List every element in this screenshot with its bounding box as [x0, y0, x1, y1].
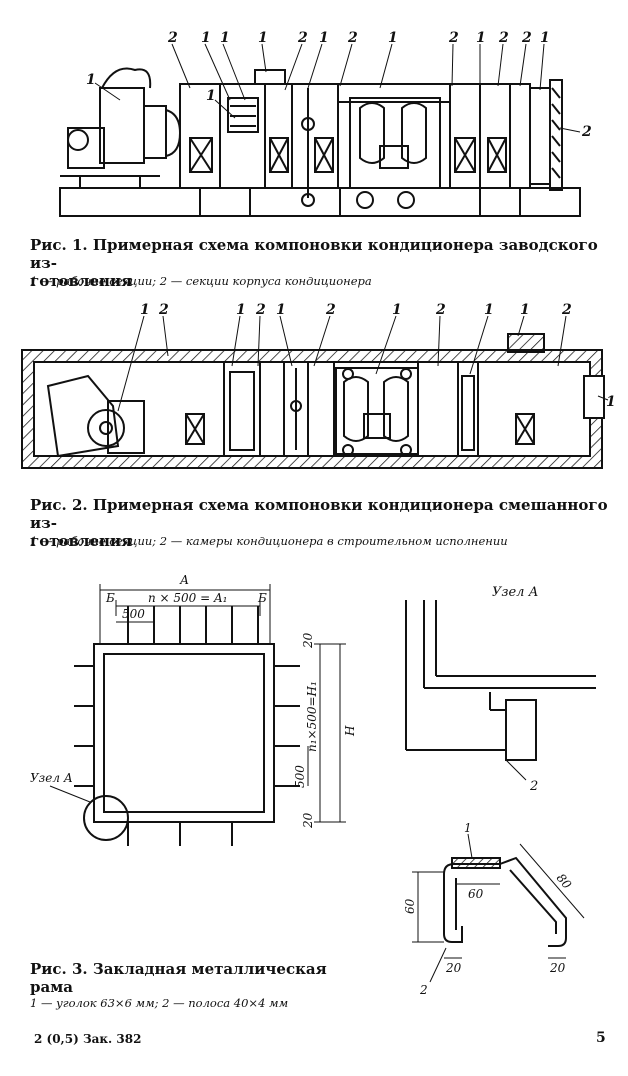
fig1-label: 1	[201, 30, 211, 46]
fig3-dim-500-top: 500	[122, 607, 145, 621]
fig3-dim-H: H	[343, 725, 357, 737]
section-dim-80: 80	[554, 871, 575, 892]
fig2-label: 2	[435, 302, 446, 318]
print-footer: 2 (0,5) Зак. 382	[34, 1032, 142, 1046]
page-number: 5	[596, 1030, 606, 1046]
fig3-dim-20-top: 20	[301, 632, 315, 649]
fig1-label: 2	[167, 30, 178, 46]
fig2-label: 1	[276, 302, 286, 318]
section-dim-60-v: 60	[403, 898, 417, 914]
fig3-dim-B-left: Б	[105, 591, 115, 605]
figure-3-legend: 1 — уголок 63×6 мм; 2 — полоса 40×4 мм	[30, 996, 289, 1010]
node-a-detail: Узел А 2	[396, 580, 606, 800]
fig2-label: 1	[484, 302, 494, 318]
fig2-label: 1	[140, 302, 150, 318]
fig3-dim-B-right: Б	[257, 591, 267, 605]
section-label-1: 1	[464, 821, 472, 835]
fig1-label: 2	[347, 30, 358, 46]
fig3-dim-500-side: 500	[293, 765, 307, 788]
fig2-label: 1	[392, 302, 402, 318]
section-dim-60-h: 60	[468, 887, 484, 901]
node-a-title: Узел А	[492, 585, 538, 600]
fig2-label: 2	[561, 302, 572, 318]
figure-2-legend: 1 — рабочие секции; 2 — камеры кондицион…	[30, 534, 508, 548]
fig3-dim-A: А	[179, 573, 189, 587]
fig1-label: 1	[258, 30, 268, 46]
fig3-dim-n1H: n₁×500=H₁	[305, 681, 319, 752]
section-dim-20-right: 20	[549, 961, 566, 975]
fig3-dim-nA: n × 500 = A₁	[148, 591, 227, 605]
fig1-label: 1	[540, 30, 550, 46]
fig1-label: 1	[220, 30, 230, 46]
fig1-label: 2	[297, 30, 308, 46]
fig1-label: 1	[388, 30, 398, 46]
fig1-label-left: 1	[206, 88, 216, 104]
figure-3-drawing: А Б Б n × 500 = A₁ 500 20 n₁×500=H₁ H 50…	[20, 556, 390, 856]
fig1-label: 2	[521, 30, 532, 46]
fig1-label-fan: 1	[86, 72, 96, 88]
figure-1-drawing: 2 1 1 1 2 1 2 1 2 1 2 2 1 1 1 2	[40, 28, 610, 228]
figure-1-legend: 1 — рабочие секции; 2 — секции корпуса к…	[30, 274, 372, 288]
fig2-label: 1	[520, 302, 530, 318]
fig2-label-right: 1	[606, 394, 616, 410]
figure-1-caption: Рис. 1. Примерная схема компоновки конди…	[30, 236, 598, 290]
fig1-label: 2	[498, 30, 509, 46]
figure-2-caption: Рис. 2. Примерная схема компоновки конди…	[30, 496, 608, 550]
fig2-label: 1	[236, 302, 246, 318]
fig3-node-label: Узел А	[30, 771, 73, 785]
fig1-label-right: 2	[581, 124, 592, 140]
node-a-label-2: 2	[529, 779, 538, 794]
figure-3-caption: Рис. 3. Закладная металлическая рама	[30, 960, 327, 996]
section-detail: 1 60 80 60 20 20 2	[396, 818, 606, 998]
fig1-label: 1	[476, 30, 486, 46]
section-dim-20-left: 20	[445, 961, 462, 975]
section-label-2: 2	[419, 983, 428, 997]
fig2-label: 2	[325, 302, 336, 318]
fig1-label: 1	[319, 30, 329, 46]
fig1-label: 2	[448, 30, 459, 46]
figure-2-drawing: 1 2 1 2 1 2 1 2 1 1 2 1	[18, 296, 618, 486]
fig3-dim-20-bottom: 20	[301, 812, 315, 829]
fig2-label: 2	[158, 302, 169, 318]
fig2-label: 2	[255, 302, 266, 318]
